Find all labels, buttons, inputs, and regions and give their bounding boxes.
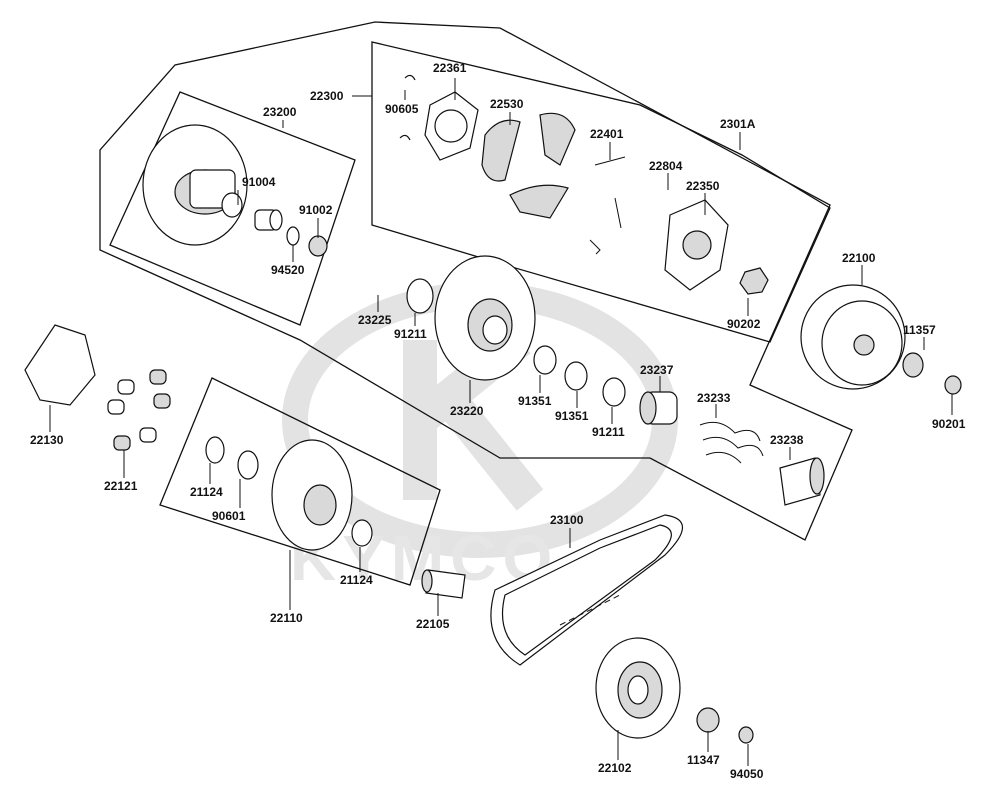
fixed-driven-face-frame (159, 377, 441, 586)
collar-22105-part (421, 569, 466, 599)
label-91211-a: 91211 (394, 327, 427, 341)
seal-collar-23237-part (639, 391, 678, 425)
assembly-frame-23xx (99, 21, 853, 541)
movable-drive-face-frame (109, 91, 356, 326)
o-ring-91351-a-part (533, 345, 557, 375)
label-91002: 91002 (299, 203, 333, 217)
leader-lines (49, 78, 953, 766)
label-23233: 23233 (697, 391, 731, 405)
springs-22401-part (589, 156, 626, 255)
label-22401: 22401 (590, 127, 624, 141)
label-21124-b: 21124 (340, 573, 373, 587)
o-ring-91211-b-part (602, 377, 626, 407)
bearing-11357-part (902, 352, 924, 378)
plate-22361-hole (434, 109, 468, 143)
snap-ring-94520-part (286, 226, 300, 246)
label-22100: 22100 (842, 251, 876, 265)
label-91004: 91004 (242, 175, 276, 189)
clip-90605-part (399, 74, 416, 141)
fixed-face-22110-part (271, 439, 353, 551)
label-90605: 90605 (385, 102, 419, 116)
label-22102: 22102 (598, 761, 632, 775)
label-23238: 23238 (770, 433, 804, 447)
clutch-shoe-22530-c-part (509, 184, 569, 219)
label-11347: 11347 (687, 753, 720, 767)
washer-21124-a-part (205, 436, 225, 464)
cooling-fan-22102-part (595, 637, 681, 739)
label-22350: 22350 (686, 179, 720, 193)
label-22130: 22130 (30, 433, 64, 447)
label-90601: 90601 (212, 509, 246, 523)
drive-face-23200-part (142, 124, 248, 246)
label-23237: 23237 (640, 363, 674, 377)
bushing-91004-part (254, 209, 283, 231)
label-23220: 23220 (450, 404, 484, 418)
o-ring-91351-b-part (564, 361, 588, 391)
clutch-shoe-22530-b-part (539, 112, 576, 166)
bearing-11347-part (696, 707, 720, 733)
label-22121: 22121 (104, 479, 138, 493)
label-23200: 23200 (263, 105, 297, 119)
clutch-plate-hub (682, 230, 712, 260)
clutch-outer-22100-part (800, 284, 906, 390)
washer-21124-b-part (351, 519, 373, 547)
label-94520: 94520 (271, 263, 305, 277)
nut-90202-part (739, 267, 769, 295)
o-ring-91211-a-part (406, 278, 434, 314)
oil-seal-91002-part (308, 235, 328, 257)
drive-belt-23100-part (490, 514, 683, 666)
driven-face-23220-part (434, 255, 536, 381)
label-22361: 22361 (433, 61, 467, 75)
nut-94050-part (738, 726, 754, 744)
label-21124-a: 21124 (190, 485, 223, 499)
spring-23233-part (699, 421, 764, 464)
label-23100: 23100 (550, 513, 584, 527)
nut-90201-part (944, 375, 962, 395)
label-22804: 22804 (649, 159, 683, 173)
ramp-plate-22130-part (24, 324, 96, 406)
clutch-shoe-22530-a-part (481, 119, 521, 182)
label-22105: 22105 (416, 617, 450, 631)
label-91351-a: 91351 (518, 394, 552, 408)
label-90201: 90201 (932, 417, 966, 431)
label-90202: 90202 (727, 317, 761, 331)
label-2301A: 2301A (720, 117, 756, 131)
label-11357: 11357 (903, 323, 936, 337)
o-ring-90601-part (237, 450, 259, 480)
spring-seat-23238-part (779, 457, 825, 506)
label-22530: 22530 (490, 97, 524, 111)
weight-rollers-22121-part (107, 369, 171, 451)
label-22110: 22110 (270, 611, 303, 625)
label-23225: 23225 (358, 313, 392, 327)
clutch-assembly-frame (371, 41, 831, 343)
label-91351-b: 91351 (555, 409, 589, 423)
label-22300: 22300 (310, 89, 344, 103)
label-94050: 94050 (730, 767, 764, 781)
label-91211-b: 91211 (592, 425, 625, 439)
